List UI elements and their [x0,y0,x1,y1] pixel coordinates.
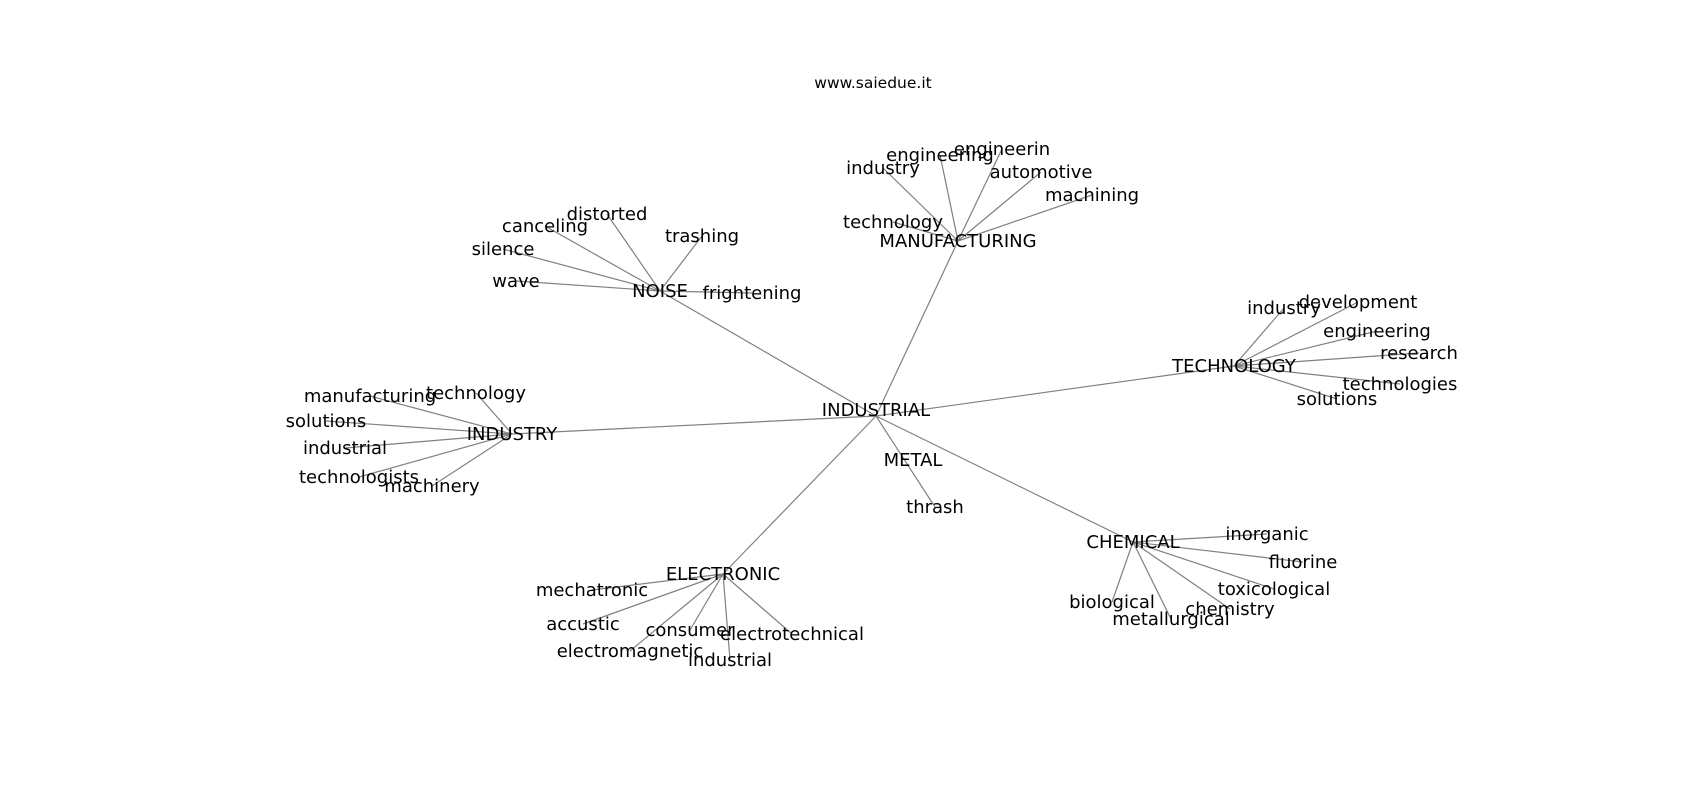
term-node-industry[interactable]: technology [426,383,526,404]
term-node-manufacturing[interactable]: machining [1045,185,1139,206]
edge-technology-5 [1233,365,1338,400]
term-node-chemical[interactable]: biological [1069,592,1155,613]
cluster-node-chemical[interactable]: CHEMICAL [1086,532,1179,553]
edge-technology-1 [1233,301,1359,367]
edge-electronic-2 [689,573,724,631]
edge-technology-3 [1233,352,1420,367]
term-node-chemical[interactable]: toxicological [1218,579,1330,600]
term-node-electronic[interactable]: mechatronic [536,580,648,601]
term-node-chemical[interactable]: chemistry [1185,599,1275,620]
edge-chemical-2 [1132,541,1275,590]
edge-manufacturing-4 [957,194,1093,242]
edge-root-industry [511,415,877,435]
edge-technology-4 [1233,365,1401,385]
edge-electronic-4 [629,573,724,652]
edge-manufacturing-3 [957,171,1042,242]
root-node-label[interactable]: INDUSTRIAL [822,400,930,421]
edge-technology-0 [1233,307,1285,367]
cluster-node-industry[interactable]: INDUSTRY [467,424,559,445]
edge-electronic-0 [591,573,724,591]
term-node-technology[interactable]: industry [1247,298,1321,319]
cluster-node-technology[interactable]: TECHNOLOGY [1171,356,1297,377]
graph-labels: www.saiedue.it INDUSTRIAL MANUFACTURING in… [286,74,1458,671]
term-node-industry[interactable]: manufacturing [304,386,436,407]
edge-industry-5 [431,433,513,487]
term-node-manufacturing[interactable]: engineerin [954,139,1050,160]
term-node-noise[interactable]: distorted [567,204,648,225]
edge-chemical-5 [1132,541,1172,620]
term-node-industry[interactable]: technologists [299,467,419,488]
term-node-chemical[interactable]: fluorine [1269,552,1338,573]
edge-noise-0 [606,213,661,292]
term-node-technology[interactable]: technologies [1343,374,1458,395]
edge-industry-2 [325,420,513,435]
term-node-manufacturing[interactable]: technology [843,212,943,233]
graph-edges [325,148,1420,661]
term-node-noise[interactable]: frightening [703,283,802,304]
edge-root-chemical [875,415,1134,543]
term-node-manufacturing[interactable]: automotive [990,162,1093,183]
edge-electronic-5 [722,573,731,661]
edge-noise-2 [659,235,703,292]
site-watermark[interactable]: www.saiedue.it [814,74,931,92]
edge-manufacturing-5 [892,221,959,242]
edge-technology-2 [1233,330,1378,367]
edge-electronic-3 [722,573,793,635]
term-node-technology[interactable]: engineering [1323,321,1431,342]
term-node-electronic[interactable]: electromagnetic [557,641,704,662]
cluster-node-noise[interactable]: NOISE [632,281,688,302]
cluster-node-metal[interactable]: METAL [884,450,943,471]
term-node-technology[interactable]: solutions [1297,389,1378,410]
cluster-node-electronic[interactable]: ELECTRONIC [666,564,780,585]
term-node-industry[interactable]: solutions [286,411,367,432]
edge-noise-1 [544,225,661,292]
edge-industry-4 [358,433,513,478]
term-node-industry[interactable]: industrial [303,438,387,459]
edge-metal-0 [875,415,936,508]
edge-chemical-3 [1111,541,1134,603]
term-node-electronic[interactable]: accustic [546,614,620,635]
edge-industry-1 [475,392,513,435]
term-node-noise[interactable]: trashing [665,226,739,247]
term-node-manufacturing[interactable]: industry [846,158,920,179]
edge-root-technology [875,365,1235,417]
edge-chemical-4 [1132,541,1231,610]
term-node-manufacturing[interactable]: engineering [886,145,994,166]
edge-noise-4 [515,280,661,292]
edge-industry-3 [344,433,513,449]
term-node-noise[interactable]: canceling [502,216,588,237]
term-node-noise[interactable]: silence [472,239,535,260]
edge-noise-5 [659,290,753,294]
term-node-metal[interactable]: thrash [906,497,964,518]
term-node-electronic[interactable]: consumer [645,620,735,641]
term-node-chemical[interactable]: inorganic [1225,524,1308,545]
edge-root-noise [659,290,877,417]
edge-electronic-1 [582,573,724,625]
edge-chemical-1 [1132,541,1304,563]
cluster-node-manufacturing[interactable]: MANUFACTURING [879,231,1036,252]
edge-manufacturing-0 [882,167,959,242]
edge-manufacturing-1 [939,154,959,242]
edge-manufacturing-2 [957,148,1003,242]
term-node-technology[interactable]: development [1299,292,1418,313]
edge-root-electronic [722,415,877,575]
term-node-noise[interactable]: wave [492,271,539,292]
term-node-technology[interactable]: research [1380,343,1458,364]
edge-industry-0 [369,395,513,435]
edge-chemical-0 [1132,533,1268,543]
term-node-electronic[interactable]: industrial [688,650,772,671]
term-node-industry[interactable]: machinery [384,476,480,497]
edge-root-manufacturing [875,240,959,417]
edge-noise-3 [502,248,661,292]
term-node-electronic[interactable]: electrotechnical [720,624,864,645]
term-node-chemical[interactable]: metallurgical [1112,609,1230,630]
